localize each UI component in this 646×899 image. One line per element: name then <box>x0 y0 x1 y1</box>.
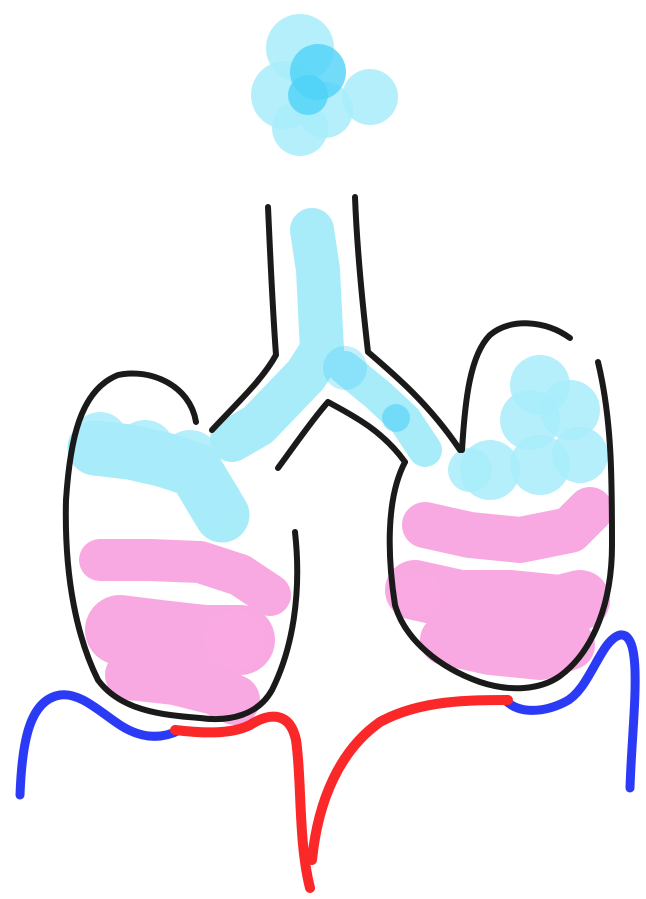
air-in-trachea <box>232 230 425 450</box>
artery <box>175 700 508 888</box>
air-cloud-top <box>251 14 398 156</box>
pink-tissue-right-lung <box>398 510 590 655</box>
pink-tissue-left-lung <box>100 560 270 700</box>
